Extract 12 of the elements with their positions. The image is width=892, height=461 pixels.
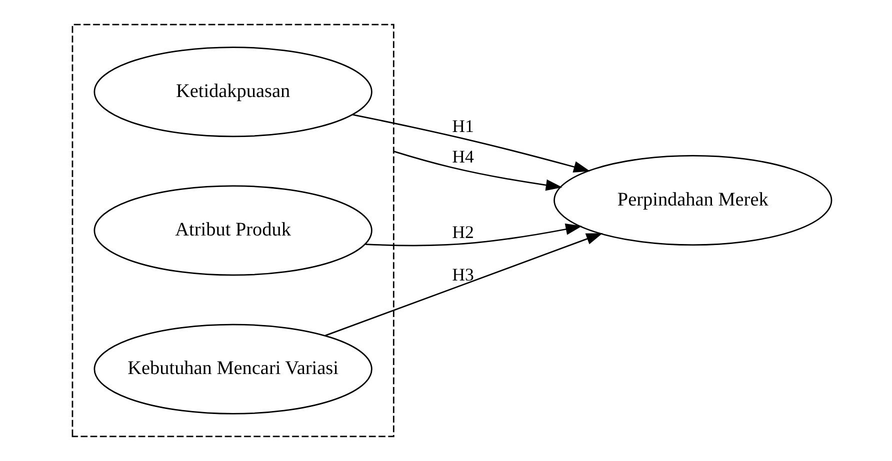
node-ellipse: Kebutuhan Mencari Variasi <box>93 324 372 414</box>
node-ellipse: Ketidakpuasan <box>93 46 372 138</box>
node-ellipse: Atribut Produk <box>93 185 372 276</box>
edge-label: H4 <box>452 146 474 166</box>
edge-label: H1 <box>452 116 474 136</box>
arrow <box>364 224 582 246</box>
arrow <box>392 150 562 191</box>
edge-label: H2 <box>452 222 474 242</box>
arrow <box>352 114 590 173</box>
arrow <box>324 233 602 336</box>
cluster <box>71 24 394 438</box>
edge-label: H3 <box>452 264 474 284</box>
